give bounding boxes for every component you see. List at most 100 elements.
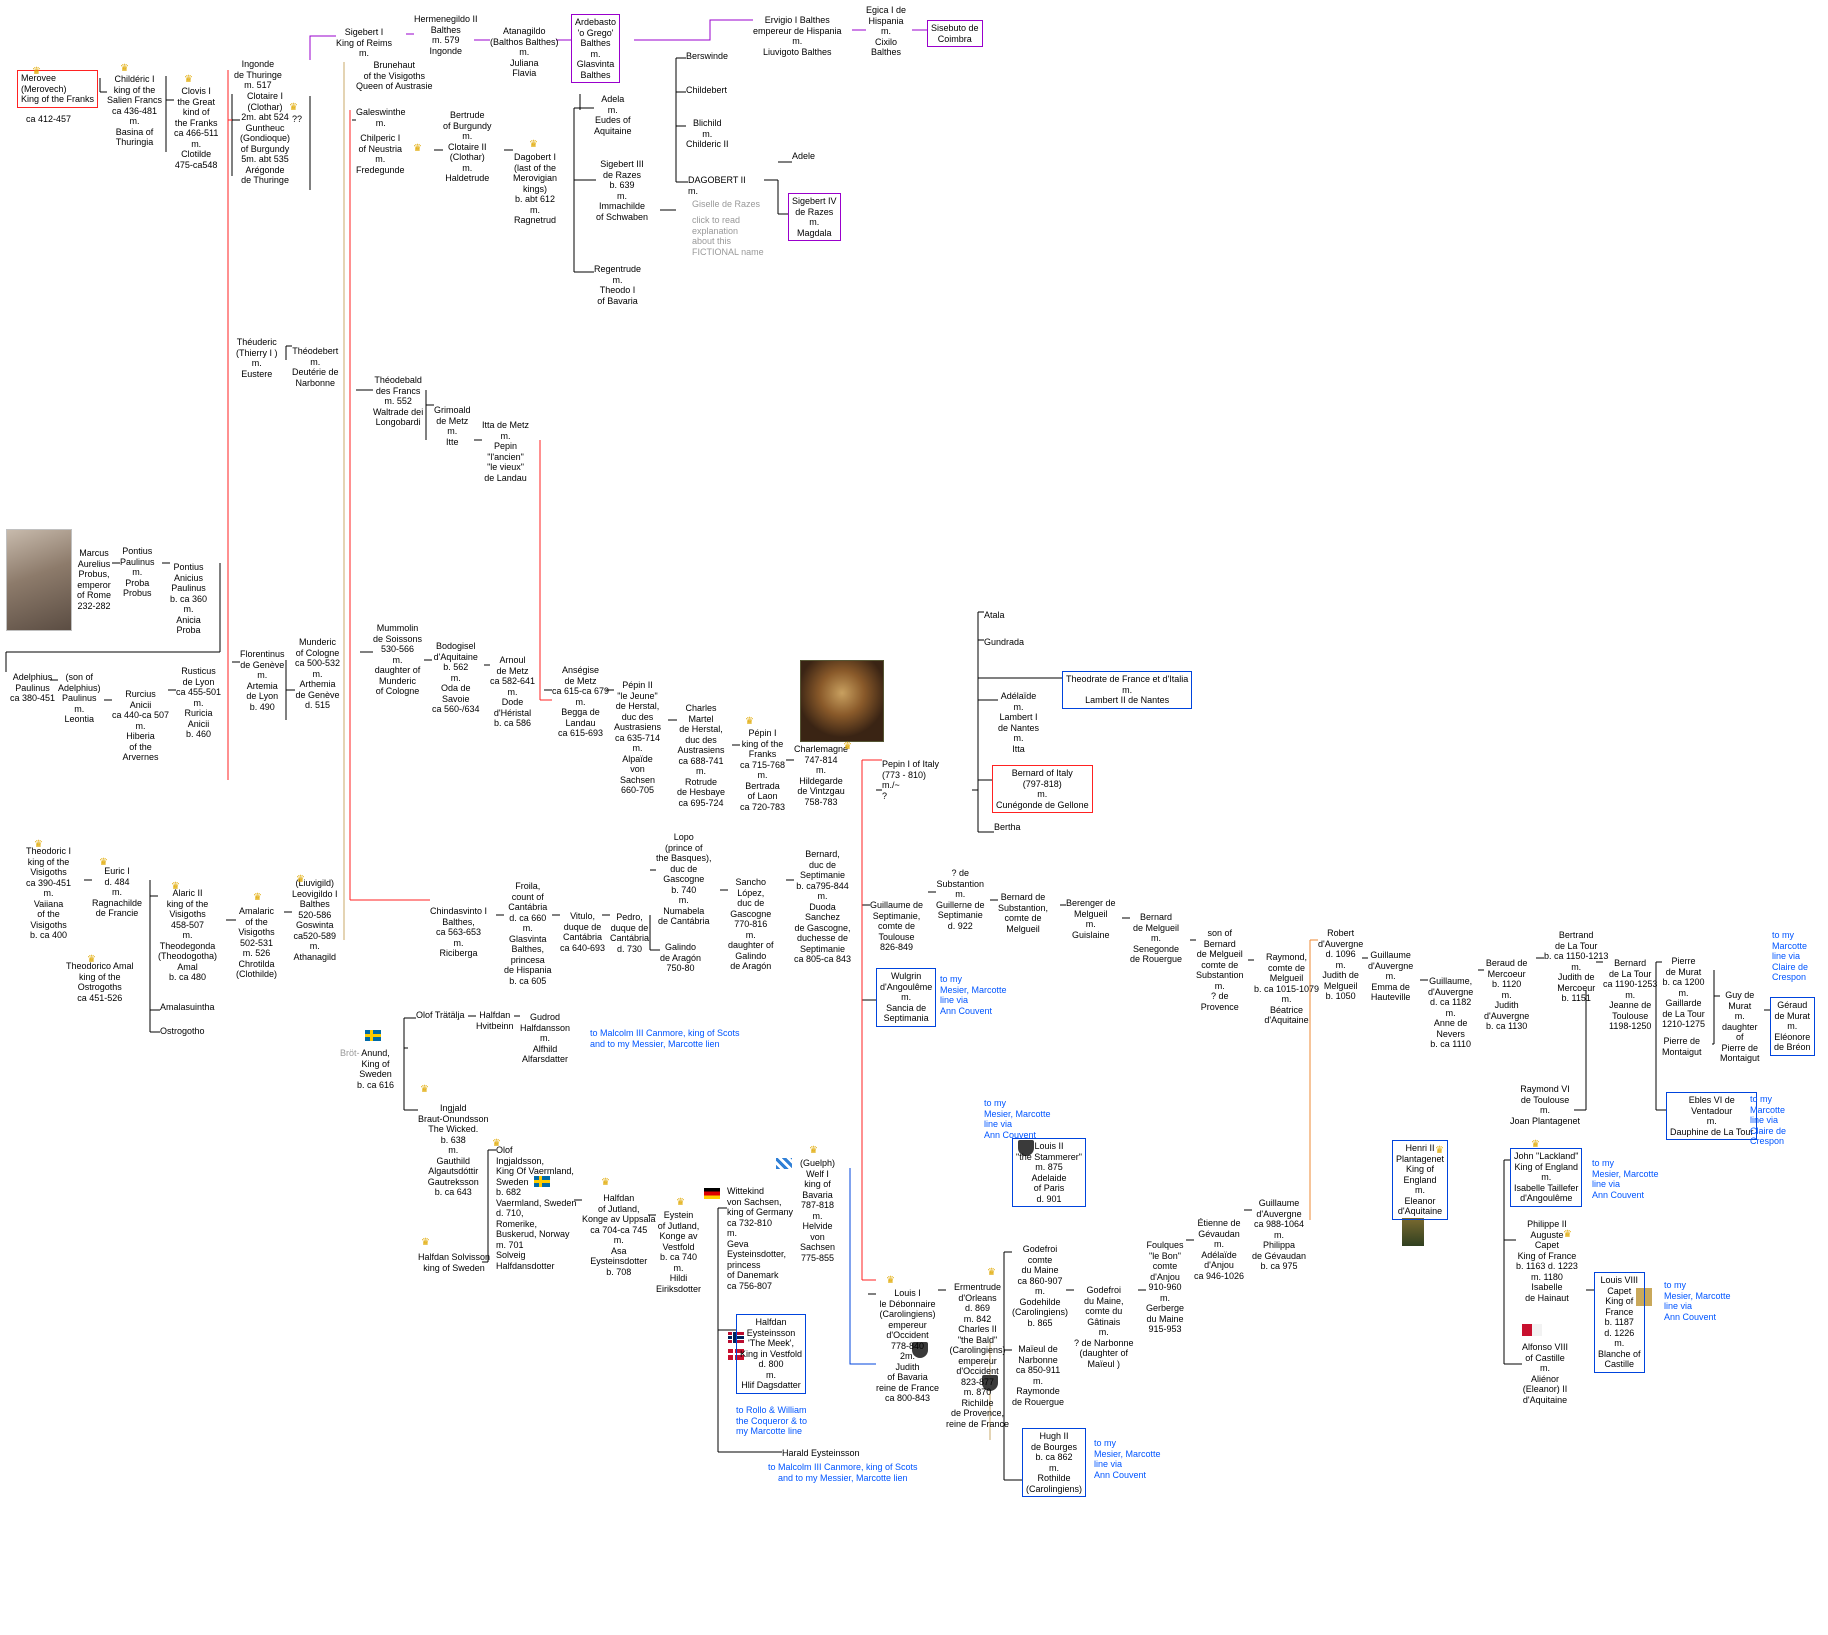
person-link-john[interactable]: to my Mesier, Marcotte line via Ann Couv…	[1592, 1158, 1659, 1200]
crown-icon: ♛	[886, 1275, 895, 1286]
crown-icon: ♛	[32, 66, 41, 77]
crown-icon: ♛	[745, 716, 754, 727]
person-wulgrin[interactable]: Wulgrin d'Angoulême m. Sancia de Septima…	[876, 968, 937, 1027]
person-euric: Euric I d. 484 m. Ragnachilde de Francie	[92, 866, 143, 918]
person-mummolin: Mummolin de Soissons 530-566 m. daughter…	[373, 623, 423, 696]
person-link-malcolm1[interactable]: to Malcolm III Canmore, king of Scots an…	[590, 1028, 740, 1049]
person-harald: Harald Eysteinsson	[782, 1448, 860, 1458]
person-rurcius: Rurcius Anicii ca 440-ca 507 m. Hiberia …	[112, 689, 170, 762]
louis1-arms-icon	[912, 1342, 928, 1358]
person-raymond-melgueil: Raymond, comte de Melgueil b. ca 1015-10…	[1254, 952, 1320, 1025]
crown-icon: ♛	[1531, 1139, 1540, 1150]
person-ansegise: Anségise de Metz ca 615-ca 679 m. Begga …	[552, 665, 610, 738]
person-wittekind: Wittekind von Sachsen, king of Germany c…	[727, 1186, 794, 1291]
person-vitulo: Vitulo, duque de Cantábria ca 640-693	[560, 911, 606, 953]
probus-bust-photo[interactable]	[6, 529, 72, 631]
person-pierre-montaigut: Pierre de Montaigut	[1662, 1036, 1702, 1057]
person-adelphius: Adelphius Paulinus ca 380-451	[10, 672, 56, 703]
crown-icon: ♛	[1435, 1145, 1444, 1156]
person-giselle: Giselle de Razes	[692, 199, 761, 209]
person-guillaume-gevaudan: Guillaume d'Auvergne ca 988-1064 m. Phil…	[1252, 1198, 1307, 1271]
person-foulques: Foulques "le Bon" comte d'Anjou 910-960 …	[1146, 1240, 1185, 1334]
person-ingjald: Ingjald Braut-Onundsson The Wicked. b. 6…	[418, 1103, 489, 1197]
person-dagobert1: Dagobert I (last of the Merovigian kings…	[513, 152, 558, 225]
person-bertrude: Bertrude of Burgundy m. Clotaire II (Clo…	[443, 110, 492, 183]
person-theodoric1: Theodoric I king of the Visigoths ca 390…	[26, 846, 72, 940]
person-link-malcolm2[interactable]: to Malcolm III Canmore, king of Scots an…	[768, 1462, 918, 1483]
person-giselle-note: click to read explanation about this FIC…	[692, 215, 764, 257]
person-pepin-bref: Pépin I king of the Franks ca 715-768 m.…	[740, 728, 786, 812]
person-galeswinthe: Galeswinthe m.	[356, 107, 406, 128]
crown-icon: ♛	[987, 1267, 996, 1278]
sweden-flag-icon	[534, 1176, 550, 1187]
person-adele: Adele	[792, 151, 816, 161]
person-olof-tratalja: Olof Trätälja	[416, 1010, 465, 1020]
person-bernard-melgueil: Bernard de Melgueil m. Senegonde de Roue…	[1130, 912, 1183, 964]
person-link-hugh2[interactable]: to my Mesier, Marcotte line via Ann Couv…	[1094, 1438, 1161, 1480]
person-bernard-substantion: Bernard de Substantion, comte de Melguei…	[998, 892, 1049, 934]
person-louis2[interactable]: Louis II "the Stammerer" m. 875 Adelaide…	[1012, 1138, 1086, 1207]
person-pierre-murat: Pierre de Murat b. ca 1200 m. Gaillarde …	[1662, 956, 1706, 1029]
person-hugh2[interactable]: Hugh II de Bourges b. ca 862 m. Rothilde…	[1022, 1428, 1087, 1497]
person-link-ebles[interactable]: to my Marcotte line via Claire de Crespo…	[1750, 1094, 1787, 1146]
person-florentinus: Florentinus de Genève m. Artemia de Lyon…	[240, 649, 285, 712]
crown-icon: ♛	[171, 881, 180, 892]
germany-flag-icon	[704, 1188, 720, 1199]
crown-icon: ♛	[1563, 1229, 1572, 1240]
crown-icon: ♛	[184, 74, 193, 85]
person-beraud: Beraud de Mercoeur b. 1120 m. Judith d'A…	[1484, 958, 1530, 1031]
crown-icon: ♛	[120, 63, 129, 74]
person-link-louis2[interactable]: to my Mesier, Marcotte line via Ann Couv…	[984, 1098, 1051, 1140]
castile-flag-icon	[1522, 1324, 1542, 1336]
person-alaric2: Alaric II king of the Visigoths 458-507 …	[158, 888, 218, 982]
person-link-wulgrin[interactable]: to my Mesier, Marcotte line via Ann Couv…	[940, 974, 1007, 1016]
person-ebles[interactable]: Ebles VI de Ventadour m. Dauphine de La …	[1666, 1092, 1758, 1140]
person-sigebert3: Sigebert III de Razes b. 639 m. Immachil…	[596, 159, 649, 222]
person-link-rollo[interactable]: to Rollo & William the Coqueror & to my …	[736, 1405, 808, 1436]
crown-icon: ♛	[413, 143, 422, 154]
person-bernard-italy[interactable]: Bernard of Italy (797-818) m. Cunégonde …	[992, 765, 1093, 813]
person-froila: Froila, count of Cantábria d. ca 660 m. …	[504, 881, 552, 986]
person-bernard-septimanie: Bernard, duc de Septimanie b. ca795-844 …	[794, 849, 852, 964]
person-ardebasto[interactable]: Ardebasto 'o Grego' Balthes m. Glasvinta…	[571, 14, 621, 83]
person-halfdan-meek[interactable]: Halfdan Eysteinsson 'The Meek', King in …	[736, 1314, 807, 1394]
crown-icon: ♛	[253, 892, 262, 903]
person-merovee[interactable]: Merovee (Merovech) King of the Franks	[17, 70, 99, 108]
person-john[interactable]: John "Lackland" King of England m. Isabe…	[1510, 1148, 1583, 1207]
person-hermenegildo: Hermenegildo II Balthes m. 579 Ingonde	[414, 14, 478, 56]
person-theodrate[interactable]: Theodrate de France et d'Italia m. Lambe…	[1062, 671, 1193, 709]
crown-icon: ♛	[34, 839, 43, 850]
person-guillaume-septimanie: Guillaume de Septimanie, comte de Toulou…	[870, 900, 924, 952]
person-bertrand: Bertrand de La Tour b. ca 1150-1213 m. J…	[1544, 930, 1609, 1003]
person-henri2[interactable]: Henri II Plantagenet King of England m. …	[1392, 1140, 1449, 1220]
person-sisebuto[interactable]: Sisebuto de Coimbra	[927, 20, 983, 47]
person-link-geraud[interactable]: to my Marcotte line via Claire de Crespo…	[1772, 930, 1809, 982]
person-raymond6: Raymond VI de Toulouse m. Joan Plantagen…	[1510, 1084, 1581, 1126]
person-link-louis8[interactable]: to my Mesier, Marcotte line via Ann Couv…	[1664, 1280, 1731, 1322]
person-pepin2: Pépin II "le Jeune" de Herstal, duc des …	[614, 680, 662, 795]
person-munderic: Munderic of Cologne ca 500-532 m. Arthem…	[295, 637, 341, 710]
person-amalaric: Amalaric of the Visigoths 502-531 m. 526…	[236, 906, 278, 979]
person-brat: Bröt-	[340, 1048, 360, 1058]
person-marcus: Marcus Aurelius Probus, emperor of Rome …	[77, 548, 112, 611]
henri2-portrait[interactable]	[1402, 1218, 1424, 1246]
person-godefroi1: Godefroi comte du Maine ca 860-907 m. Go…	[1012, 1244, 1069, 1328]
person-theodebert: Théodebert m. Deutérie de Narbonne	[292, 346, 339, 388]
person-grimoald: Grimoald de Metz m. Itte	[434, 405, 471, 447]
person-adelaide-italy: Adélaïde m. Lambert I de Nantes m. Itta	[998, 691, 1040, 754]
person-guillaume-auvergne2: Guillaume, d'Auvergne d. ca 1182 m. Anne…	[1428, 976, 1474, 1049]
person-blichild: Blichild m. Childeric II	[686, 118, 729, 149]
charlemagne-portrait[interactable]	[800, 660, 884, 742]
person-childebert: Childebert	[686, 85, 728, 95]
connector-line	[849, 1168, 876, 1365]
person-guillaume-auvergne1: Guillaume d'Auvergne m. Emma de Hautevil…	[1368, 950, 1414, 1002]
person-sigebert4[interactable]: Sigebert IV de Razes m. Magdala	[788, 193, 841, 241]
person-son-adelphius: (son of Adelphius) Paulinus m. Leontia	[58, 672, 101, 724]
person-louis8[interactable]: Louis VIII Capet King of France b. 1187 …	[1594, 1272, 1645, 1373]
person-halfdan-jutland: Halfdan of Jutland, Konge av Uppsala ca …	[582, 1193, 656, 1277]
person-clovis: Clovis I the Great kind of the Franks ca…	[174, 86, 219, 170]
person-geraud-murat[interactable]: Géraud de Murat m. Eléonore de Bréon	[1770, 997, 1815, 1056]
sweden-flag-icon	[365, 1030, 381, 1041]
person-alfonso: Alfonso VIII of Castille m. Aliénor (Ele…	[1522, 1342, 1569, 1405]
